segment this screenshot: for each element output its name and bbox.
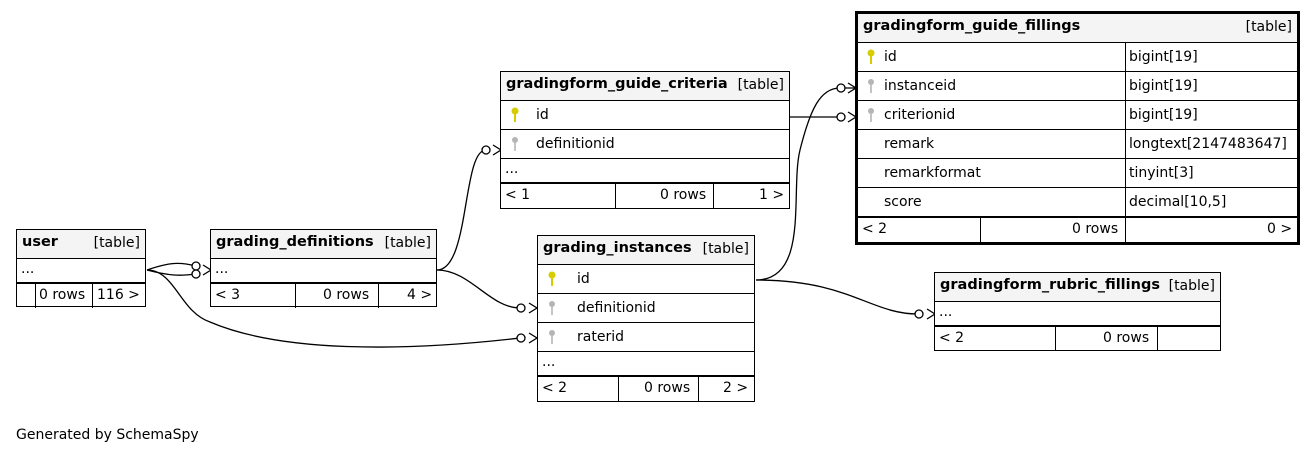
column-type: bigint[19] [1129,107,1198,123]
foreign-key-icon [868,108,874,122]
column-type: tinyint[3] [1129,165,1194,181]
row-label: ... [939,304,953,320]
rel-definitions-user [146,262,197,271]
footer-rows: 0 rows [323,287,370,303]
footer-right: 0 > [1267,221,1293,237]
column-name: id [884,49,897,65]
table-type: [table] [93,235,140,251]
table-grading-instances[interactable]: grading_instances [table] id definitioni… [537,235,755,402]
row-label: id [577,271,590,287]
footer-rows: 0 rows [39,287,86,303]
table-footer: 0 rows 116 > [17,283,145,308]
footer-right: 4 > [407,287,433,303]
column-name: instanceid [884,78,957,94]
table-header: gradingform_guide_fillings [table] [858,14,1297,43]
table-row: remarkformat tinyint[3] [858,159,1297,188]
table-row: remark longtext[2147483647] [858,130,1297,159]
table-gradingform-rubric-fillings[interactable]: gradingform_rubric_fillings [table] ... … [934,272,1221,351]
table-row: ... [935,302,1220,326]
table-row: score decimal[10,5] [858,188,1297,217]
table-type: [table] [1245,19,1292,35]
table-gradingform-guide-fillings[interactable]: gradingform_guide_fillings [table] id bi… [855,11,1300,245]
foreign-key-icon [549,301,555,315]
table-type: [table] [737,77,784,93]
rel-rubric-instances [755,279,919,315]
footer-rows: 0 rows [644,380,691,396]
rel-fillings-instances [755,87,841,281]
table-header: grading_definitions [table] [211,230,436,259]
row-label: raterid [577,329,624,345]
foreign-key-icon [512,137,518,151]
column-name: remarkformat [884,165,981,181]
table-row: raterid [538,323,754,352]
row-label: definitionid [536,136,615,152]
table-footer: < 3 0 rows 4 > [211,283,436,308]
table-header: user [table] [17,230,145,259]
column-name: remark [884,136,935,152]
foreign-key-icon [549,330,555,344]
footer-right: 116 > [97,287,140,303]
table-footer: < 2 0 rows 2 > [538,376,754,401]
table-type: [table] [384,235,431,251]
primary-key-icon [548,271,556,286]
table-row: ... [17,259,145,283]
table-row: definitionid [501,130,789,159]
table-name: gradingform_guide_criteria [506,76,728,92]
row-label: ... [505,161,519,177]
row-label: id [536,107,549,123]
table-row: id [538,265,754,294]
column-name: score [884,194,922,210]
row-label: ... [21,261,35,277]
table-user[interactable]: user [table] ... 0 rows 116 > [16,229,146,308]
table-type: [table] [1168,278,1215,294]
footer-rows: 0 rows [660,187,707,203]
footer-left: < 1 [505,187,531,203]
table-name: gradingform_guide_fillings [863,18,1081,34]
table-header: gradingform_rubric_fillings [table] [935,273,1220,302]
column-type: longtext[2147483647] [1129,136,1287,152]
table-header: grading_instances [table] [538,236,754,265]
table-type: [table] [702,241,749,257]
table-name: user [22,234,58,250]
table-gradingform-guide-criteria[interactable]: gradingform_guide_criteria [table] id de… [500,71,790,209]
footer-left: < 2 [862,221,888,237]
table-name: gradingform_rubric_fillings [940,277,1160,293]
footer-left: < 3 [215,287,241,303]
footer-left: < 2 [542,380,568,396]
table-row: id bigint[19] [858,43,1297,72]
table-row: ... [501,159,789,183]
table-row: instanceid bigint[19] [858,72,1297,101]
row-label: ... [215,261,229,277]
primary-key-icon [511,107,519,122]
column-name: criterionid [884,107,956,123]
footer-rows: 0 rows [1103,330,1150,346]
table-row: ... [538,352,754,376]
table-name: grading_definitions [216,234,374,250]
table-row: ... [211,259,436,283]
rel-instances-definitions [436,269,521,309]
column-type: decimal[10,5] [1129,194,1227,210]
rel-instances-user [146,269,521,348]
table-footer: < 1 0 rows 1 > [501,183,789,208]
table-row: criterionid bigint[19] [858,101,1297,130]
row-label: ... [542,354,556,370]
table-row: id [501,101,789,130]
table-name: grading_instances [543,240,692,256]
column-type: bigint[19] [1129,78,1198,94]
table-footer: < 2 0 rows 0 > [858,217,1297,242]
footer-right: 1 > [759,187,785,203]
foreign-key-icon [868,79,874,93]
table-footer: < 2 0 rows [935,326,1220,351]
footer-rows: 0 rows [1072,221,1119,237]
table-row: definitionid [538,294,754,323]
footer-left: < 2 [939,330,965,346]
rel-criteria-definitions [436,149,487,271]
table-grading-definitions[interactable]: grading_definitions [table] ... < 3 0 ro… [210,229,437,308]
footer-right: 2 > [723,380,749,396]
table-header: gradingform_guide_criteria [table] [501,72,789,101]
row-label: definitionid [577,300,656,316]
primary-key-icon [867,49,875,64]
column-type: bigint[19] [1129,49,1198,65]
generated-by-label: Generated by SchemaSpy [16,427,199,443]
